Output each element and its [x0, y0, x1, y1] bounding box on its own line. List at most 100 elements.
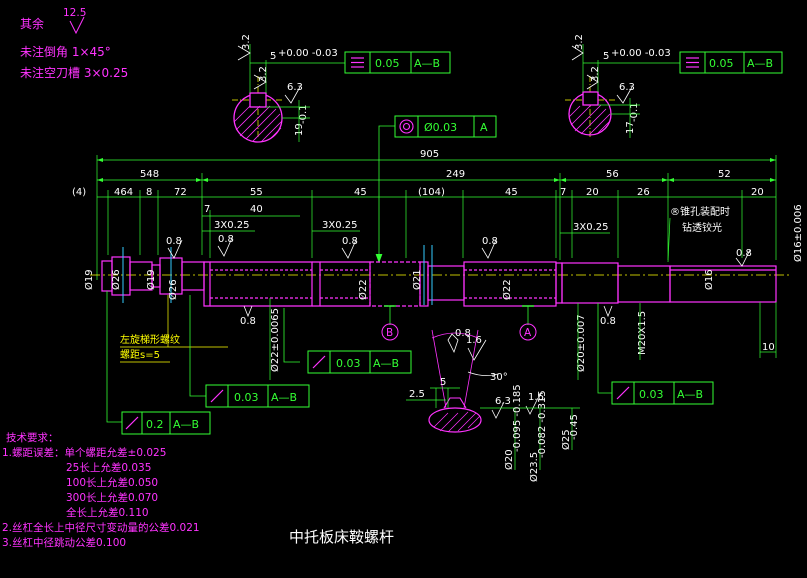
roughness-5: 0.8 [600, 316, 616, 327]
thread-d23: Ø23.5 [528, 452, 540, 482]
dim-464: 464 [114, 187, 133, 198]
rest-label: 其余 [20, 16, 44, 31]
roughness-2: 0.8 [240, 316, 256, 327]
symmetry-frame-right: 0.05 A—B [679, 51, 783, 74]
tech-requirements: 技术要求： 1.螺距误差：单个螺距允差±0.025 25长上允差0.035 10… [2, 431, 200, 549]
dim-groove2: 3X0.25 [322, 220, 357, 231]
runout4-datum: A—B [173, 418, 199, 431]
sym-right-datum: A—B [747, 57, 773, 70]
dim-45a: 45 [354, 187, 367, 198]
header-notes: 其余 12.5 未注倒角 1×45° 未注空刀槽 3×0.25 [20, 7, 128, 80]
sym-right-value: 0.05 [709, 57, 734, 70]
dim-104: (104) [418, 187, 445, 198]
section-right-width-tol: +0.00 -0.03 [611, 48, 671, 59]
section-left-width-tol: +0.00 -0.03 [278, 48, 338, 59]
dia-19a: Ø19 [83, 269, 95, 290]
dia-19b: Ø19 [145, 269, 157, 290]
taper-note-2: 钻透铰光 [682, 221, 722, 234]
runout2-datum: A—B [271, 391, 297, 404]
drawing-title: 中托板床鞍螺杆 [289, 528, 394, 546]
section-left: 5 +0.00 -0.03 19 -0.1 3.2 3.2 6.3 [232, 34, 345, 143]
thread-d20: Ø20 [503, 449, 515, 470]
roughness-4: 0.8 [482, 236, 498, 247]
runout-frame-1: 0.03 A—B [283, 308, 412, 374]
section-right-keyway [582, 91, 599, 106]
tech-heading: 技术要求： [6, 431, 59, 444]
runout1-value: 0.03 [336, 357, 361, 370]
thread-rough-d: 1.6 [528, 392, 544, 403]
tech-line-3: 100长上允差0.050 [66, 476, 158, 489]
thread-d20-tol: -0.095 -0.185 [512, 384, 523, 452]
tech-line-2: 25长上允差0.035 [66, 461, 151, 474]
roughness-0: 0.8 [166, 236, 182, 247]
runout3-value: 0.03 [639, 388, 664, 401]
groove-note: 未注空刀槽 3×0.25 [20, 65, 128, 80]
dia-22b-tol: Ø22 [501, 279, 513, 300]
thread-rough-b: 0.8 [455, 328, 471, 339]
thread-pitch-b: 2.5 [409, 389, 425, 400]
runout4-value: 0.2 [146, 418, 164, 431]
dim-7b: 7 [560, 187, 566, 198]
dim-8: 8 [146, 187, 152, 198]
section-right-width: 5 [603, 51, 609, 62]
roughness-6: 0.8 [736, 248, 752, 259]
section-left-roughness-b: 3.2 [258, 66, 269, 82]
concentric-value: Ø0.03 [424, 121, 457, 134]
section-left-depth: 19 [294, 123, 305, 136]
concentricity-frame: Ø0.03 A [375, 115, 497, 264]
tech-line-1: 1.螺距误差：单个螺距允差±0.025 [2, 446, 166, 459]
dim-72: 72 [174, 187, 187, 198]
runout3-datum: A—B [677, 388, 703, 401]
thread-angle: 30° [490, 372, 508, 383]
dim-548: 548 [140, 169, 159, 180]
sym-left-value: 0.05 [375, 57, 400, 70]
thread-rough-c: 6.3 [495, 396, 511, 407]
section-left-width: 5 [270, 51, 276, 62]
symmetry-frame-left: 0.05 A—B [344, 51, 451, 74]
dimension-arrows [97, 158, 776, 182]
concentric-datum: A [480, 121, 488, 134]
rest-roughness-symbol [69, 16, 85, 35]
section-cut-marks [122, 245, 433, 305]
datum-b: B [381, 305, 399, 341]
dim-groove3: 3X0.25 [573, 222, 608, 233]
tech-line-4: 300长上允差0.070 [66, 491, 158, 504]
dim-20b: 20 [751, 187, 764, 198]
thread-d25-tol: -0.45 [569, 414, 580, 440]
thread-pitch-a: 5 [440, 377, 446, 388]
dim-total: 905 [420, 149, 439, 160]
dim-45b: 45 [505, 187, 518, 198]
thread-rough-a: 1.6 [466, 335, 482, 346]
section-left-keyway [249, 92, 267, 108]
dim-groove1: 3X0.25 [214, 220, 249, 231]
dia-16: Ø16 [703, 269, 715, 290]
chamfer-note: 未注倒角 1×45° [20, 44, 111, 59]
dim-55: 55 [250, 187, 263, 198]
shaft-outline [101, 256, 777, 307]
dim-249: 249 [446, 169, 465, 180]
runout1-datum: A—B [373, 357, 399, 370]
runout-frame-3: 0.03 A—B [597, 303, 714, 405]
dim-10: 10 [762, 342, 775, 353]
roughness-1: 0.8 [218, 234, 234, 245]
datum-a-label: A [524, 327, 532, 339]
dia-thread: M20X1.5 [637, 311, 648, 355]
runout-frame-4: 0.2 A—B [106, 291, 211, 435]
thread-d25: Ø25 [560, 429, 572, 450]
dia-21: Ø21 [411, 269, 423, 290]
tech-line-5: 全长上允差0.110 [66, 506, 149, 519]
dia-26a: Ø26 [110, 269, 122, 290]
tech-line-7: 3.丝杠中径跳动公差0.100 [2, 536, 126, 549]
thread-note-2: 螺距s=5 [120, 349, 160, 361]
dim-56: 56 [606, 169, 619, 180]
datum-a: A [519, 305, 537, 341]
section-left-roughness-c: 6.3 [287, 82, 303, 93]
dim-20a: 20 [586, 187, 599, 198]
dim-26: 26 [637, 187, 650, 198]
sym-left-datum: A—B [414, 57, 440, 70]
dia-20-js: Ø20±0.007 [575, 314, 587, 372]
dia-22-tol: Ø22 [357, 279, 369, 300]
roughness-marks [167, 237, 751, 318]
rest-roughness: 12.5 [63, 7, 86, 19]
